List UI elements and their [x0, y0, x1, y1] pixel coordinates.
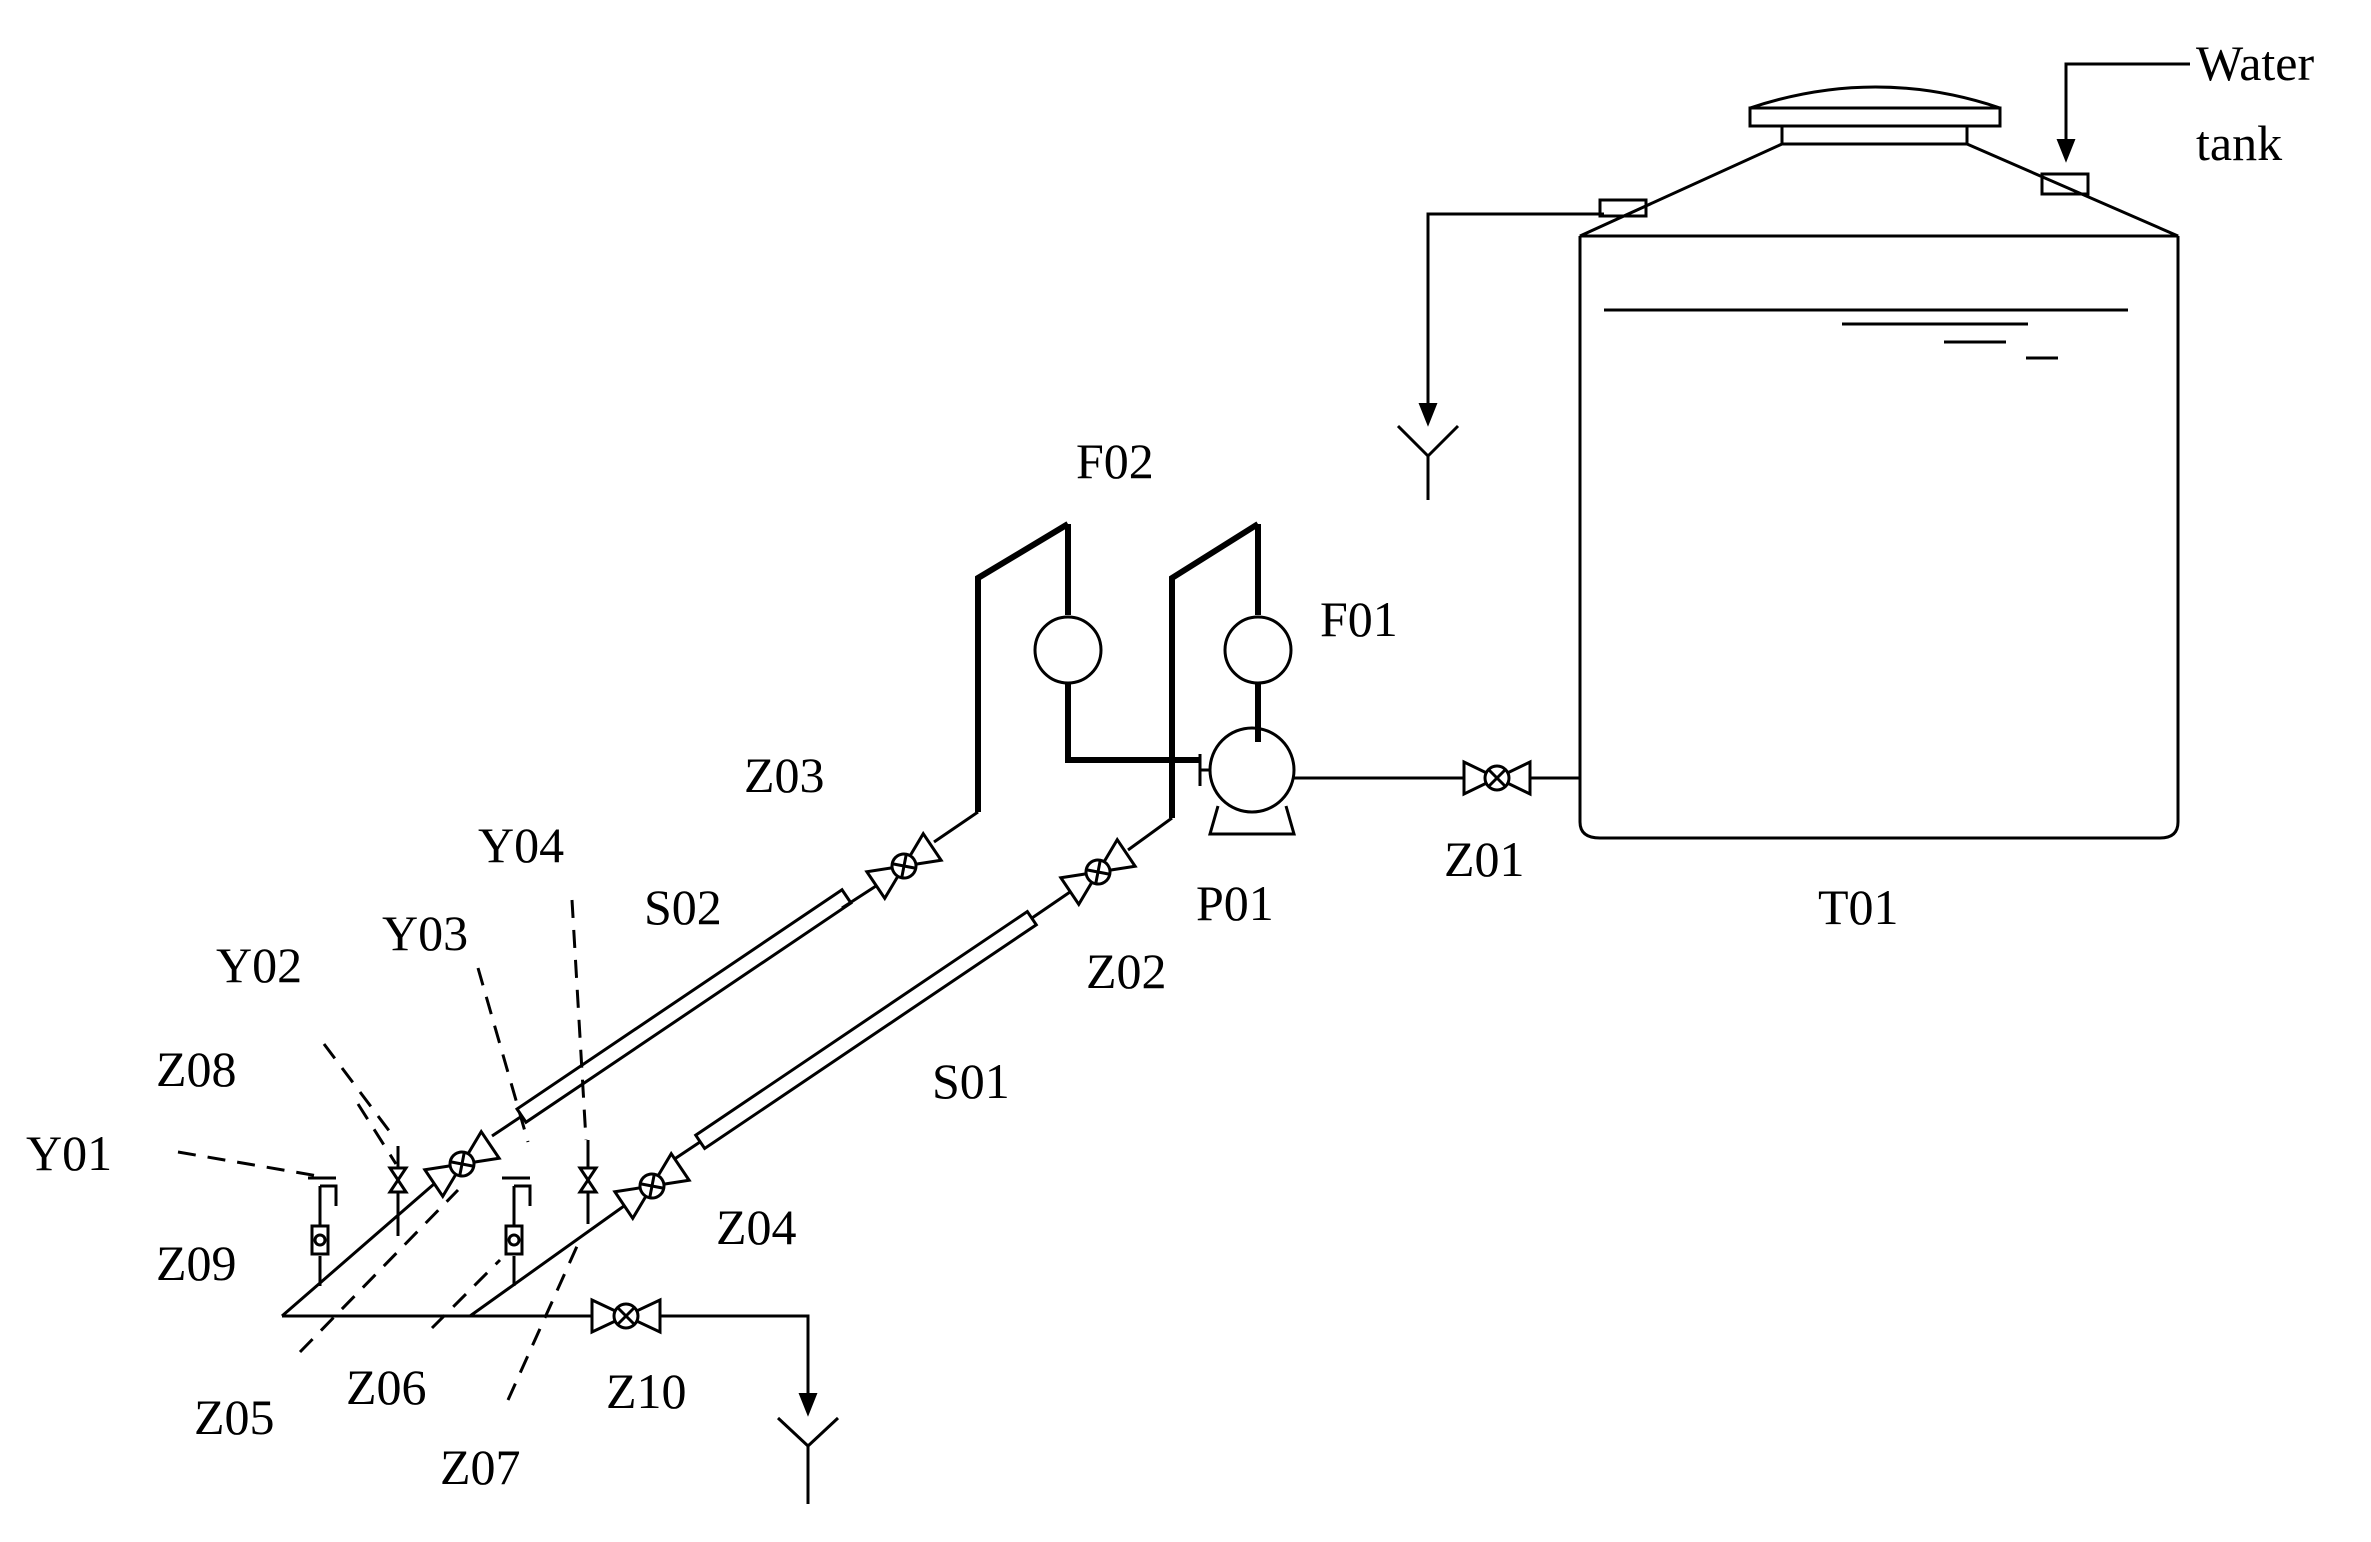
label-y02: Y02	[216, 937, 302, 993]
drain-icon	[776, 1416, 840, 1504]
water-inlet-pipe	[2056, 62, 2190, 163]
valve-z10-icon	[590, 1297, 662, 1335]
valve-z07-icon	[577, 1140, 599, 1224]
label-z09: Z09	[156, 1235, 237, 1291]
pump-p01-icon	[1198, 726, 1296, 836]
label-water-tank-2: tank	[2196, 115, 2282, 171]
label-z07: Z07	[440, 1439, 521, 1495]
water-tank-t01	[1578, 85, 2180, 840]
valve-z01-icon	[1462, 759, 1532, 797]
drain-icon	[1396, 424, 1460, 500]
label-y04: Y04	[478, 817, 564, 873]
leader-lines	[177, 899, 588, 1401]
sample-tap-y01	[308, 1176, 338, 1286]
label-z01: Z01	[1444, 831, 1525, 887]
branch-s01-line	[469, 816, 1173, 1318]
label-y03: Y03	[382, 905, 468, 961]
valve-z05-icon	[422, 1128, 502, 1200]
branch-s02-line	[281, 810, 979, 1318]
overflow-pipe	[1396, 212, 1604, 500]
label-y01: Y01	[26, 1125, 112, 1181]
label-z04: Z04	[716, 1199, 797, 1255]
sample-tap-y03	[502, 1176, 532, 1286]
drain-header-line	[282, 1297, 840, 1504]
label-z06: Z06	[346, 1359, 427, 1415]
valve-z08-icon	[387, 1146, 409, 1236]
label-water-tank: Water	[2196, 35, 2314, 91]
column-s01-icon	[693, 909, 1039, 1151]
label-p01: P01	[1196, 875, 1274, 931]
flowmeter-f02-line	[975, 521, 1200, 812]
label-s01: S01	[932, 1053, 1010, 1109]
label-z02: Z02	[1086, 943, 1167, 999]
labels: Water tank T01 Z01 P01 F01 F02 Z03 Y04 S…	[26, 35, 2314, 1495]
tank-outlet-line	[1294, 759, 1580, 797]
label-s02: S02	[644, 879, 722, 935]
label-z03: Z03	[744, 747, 825, 803]
label-z05: Z05	[194, 1389, 275, 1445]
label-z08: Z08	[156, 1041, 237, 1097]
valve-z02-icon	[1058, 836, 1138, 908]
label-f02: F02	[1076, 433, 1154, 489]
label-t01: T01	[1818, 879, 1899, 935]
flowmeter-f01-line	[1169, 521, 1293, 818]
label-f01: F01	[1320, 591, 1398, 647]
label-z10: Z10	[606, 1363, 687, 1419]
valve-z04-icon	[612, 1150, 692, 1222]
valve-z03-icon	[864, 830, 944, 902]
